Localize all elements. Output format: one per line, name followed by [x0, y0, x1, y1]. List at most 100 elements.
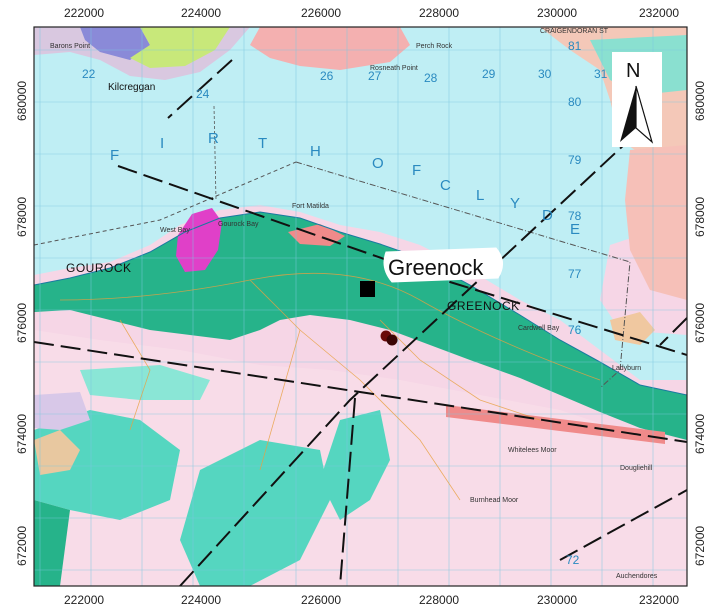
- tan-patch-east: [610, 312, 655, 345]
- x-axis-top: 222000 224000 226000 228000 230000 23200…: [64, 6, 679, 20]
- magenta-intrusion: [176, 208, 222, 272]
- inland-teal-3: [80, 365, 210, 400]
- x-tick-bottom-222000: 222000: [64, 593, 104, 607]
- inland-teal-left-strip: [34, 500, 70, 586]
- place-gourock-bay: Gourock Bay: [218, 221, 259, 228]
- sea-letter-9: L: [476, 187, 484, 204]
- north-arrow-right-half: [635, 85, 654, 144]
- y-tick-right-674000: 674000: [693, 414, 707, 454]
- y-tick-right-676000: 676000: [693, 303, 707, 343]
- y-tick-right-678000: 678000: [693, 197, 707, 237]
- sea-letter-3: R: [208, 130, 219, 147]
- grid-number-24: 24: [196, 87, 210, 101]
- x-tick-bottom-232000: 232000: [639, 593, 679, 607]
- grid-number-79: 79: [568, 153, 582, 167]
- x-tick-bottom-226000: 226000: [301, 593, 341, 607]
- x-tick-top-226000: 226000: [301, 6, 341, 20]
- north-arrow-letter: N: [626, 60, 640, 82]
- sea-letter-2: I: [160, 135, 164, 152]
- y-axis-left: 680000 678000 676000 674000 672000: [15, 81, 29, 566]
- grid-number-80: 80: [568, 95, 582, 109]
- map-border: [33, 26, 688, 587]
- grid-number-30: 30: [538, 67, 552, 81]
- place-cardwell-bay: Cardwell Bay: [518, 325, 560, 332]
- greenock-callout: Greenock: [383, 247, 503, 283]
- inland-tan: [34, 430, 80, 475]
- grid-number-78: 78: [568, 209, 582, 223]
- sea-letter-8: C: [440, 177, 451, 194]
- coastline: [34, 211, 687, 396]
- place-dougliehill: Dougliehill: [620, 465, 653, 472]
- grid-number-29: 29: [482, 67, 496, 81]
- inland-purple-light: [34, 392, 90, 430]
- place-gourock: GOUROCK: [66, 261, 132, 275]
- place-burnhead-moor: Burnhead Moor: [470, 497, 519, 504]
- place-barons-point: Barons Point: [50, 43, 90, 50]
- place-craigendoran: CRAIGENDORAN ST: [540, 28, 609, 35]
- grid-number-26: 26: [320, 69, 334, 83]
- grid-number-22: 22: [82, 67, 96, 81]
- os-grid: [34, 27, 687, 586]
- place-rosneath-point: Rosneath Point: [370, 65, 418, 72]
- x-tick-bottom-228000: 228000: [419, 593, 459, 607]
- y-tick-right-680000: 680000: [693, 81, 707, 121]
- y-axis-right: 680000 678000 676000 674000 672000: [693, 81, 707, 566]
- sea-letter-10: Y: [510, 195, 520, 212]
- place-greenock: GREENOCK: [447, 299, 520, 313]
- place-west-bay: West Bay: [160, 227, 190, 234]
- north-arrow: N: [612, 52, 662, 147]
- sea-letter-5: H: [310, 143, 321, 160]
- fault-lines: [34, 59, 687, 586]
- y-tick-left-674000: 674000: [15, 414, 29, 454]
- place-auchendores: Auchendores: [616, 573, 658, 580]
- sea-letter-4: T: [258, 135, 267, 152]
- north-shore-purple: [80, 27, 150, 60]
- x-tick-bottom-224000: 224000: [181, 593, 221, 607]
- place-fort-matilda: Fort Matilda: [292, 203, 329, 210]
- grid-number-28: 28: [424, 71, 438, 85]
- x-tick-top-230000: 230000: [537, 6, 577, 20]
- sea-letter-6: O: [372, 155, 384, 172]
- inland-teal-2: [180, 440, 330, 586]
- grid-number-27: 27: [368, 69, 382, 83]
- study-area-outline: [295, 161, 631, 389]
- y-tick-left-680000: 680000: [15, 81, 29, 121]
- sea-letter-7: F: [412, 162, 421, 179]
- grid-number-77: 77: [568, 267, 582, 281]
- north-shore-salmon: [250, 27, 410, 70]
- map-body: [34, 27, 687, 586]
- grid-number-72: 72: [566, 553, 580, 567]
- x-tick-top-228000: 228000: [419, 6, 459, 20]
- east-land-right: [625, 145, 687, 300]
- x-axis-bottom: 222000 224000 226000 228000 230000 23200…: [64, 593, 679, 607]
- firth-of-clyde-sea: [34, 27, 687, 380]
- greenock-site-marker: [360, 281, 375, 297]
- north-arrow-left-half: [620, 86, 636, 142]
- salmon-fault-band: [446, 405, 665, 444]
- y-tick-right-672000: 672000: [693, 526, 707, 566]
- greenock-callout-label: Greenock: [388, 255, 484, 280]
- grid-number-76: 76: [568, 323, 582, 337]
- grid-number-31: 31: [594, 67, 608, 81]
- road-network: [59, 272, 601, 501]
- place-kilcreggan: Kilcreggan: [108, 82, 155, 93]
- sea-letter-11: D: [542, 207, 553, 224]
- x-tick-top-224000: 224000: [181, 6, 221, 20]
- north-shore-lime: [130, 27, 230, 68]
- y-tick-left-672000: 672000: [15, 526, 29, 566]
- x-tick-bottom-230000: 230000: [537, 593, 577, 607]
- place-perch-rock: Perch Rock: [416, 43, 453, 50]
- place-whitelees-moor: Whitelees Moor: [508, 447, 557, 454]
- x-tick-top-222000: 222000: [64, 6, 104, 20]
- place-ladyburn: Ladyburn: [612, 365, 641, 372]
- inland-teal-4: [320, 410, 390, 520]
- sea-letter-12: E: [570, 221, 580, 238]
- y-tick-left-678000: 678000: [15, 197, 29, 237]
- sample-point-marker-2: [386, 334, 398, 346]
- greenock-callout-bubble: [383, 247, 503, 283]
- inland-teal-1: [34, 410, 180, 520]
- study-area-outline-left: [34, 161, 297, 246]
- y-tick-left-676000: 676000: [15, 303, 29, 343]
- sea-letter-1: F: [110, 147, 119, 164]
